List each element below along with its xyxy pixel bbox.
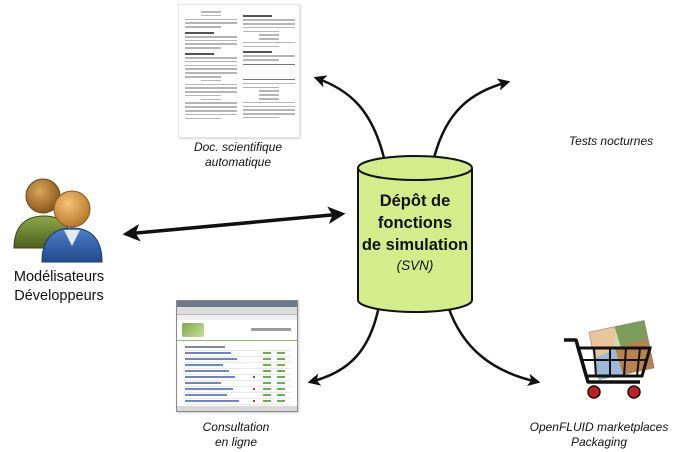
browser-thumbnail [176,300,298,412]
arrow-to-market [446,305,541,386]
market-caption: OpenFLUID marketplaces Packaging [524,420,674,450]
doc-caption: Doc. scientifique automatique [178,140,298,170]
doc-caption-line-2: automatique [204,155,272,169]
users-repository-arrow [122,206,346,242]
users-label: Modélisateurs Développeurs [0,268,118,306]
repository-label: Dépôt de fonctions de simulation (SVN) [358,190,472,273]
shopping-cart-icon [564,320,655,399]
market-caption-line-2: Packaging [570,435,628,449]
users-label-line-1: Modélisateurs [13,269,105,285]
doc-caption-line-1: Doc. scientifique [193,140,283,154]
web-caption-line-2: en ligne [214,435,258,449]
repository-title-line-3: de simulation [361,236,469,254]
repository-title-line-2: fonctions [377,214,453,232]
web-caption: Consultation en ligne [176,420,296,450]
arrow-to-web [307,305,381,386]
web-caption-line-1: Consultation [202,420,270,434]
users-label-line-2: Développeurs [14,288,104,304]
users-icon [13,178,103,263]
repository-cylinder [357,155,473,313]
market-caption-line-1: OpenFLUID marketplaces [529,420,669,434]
repository-title-line-1: Dépôt de [379,192,451,210]
document-thumbnail [178,4,300,138]
repository-subtitle: (SVN) [396,258,434,273]
arrow-to-tests [432,78,511,159]
arrow-to-doc [313,75,386,159]
tests-caption: Tests nocturnes [568,134,654,148]
